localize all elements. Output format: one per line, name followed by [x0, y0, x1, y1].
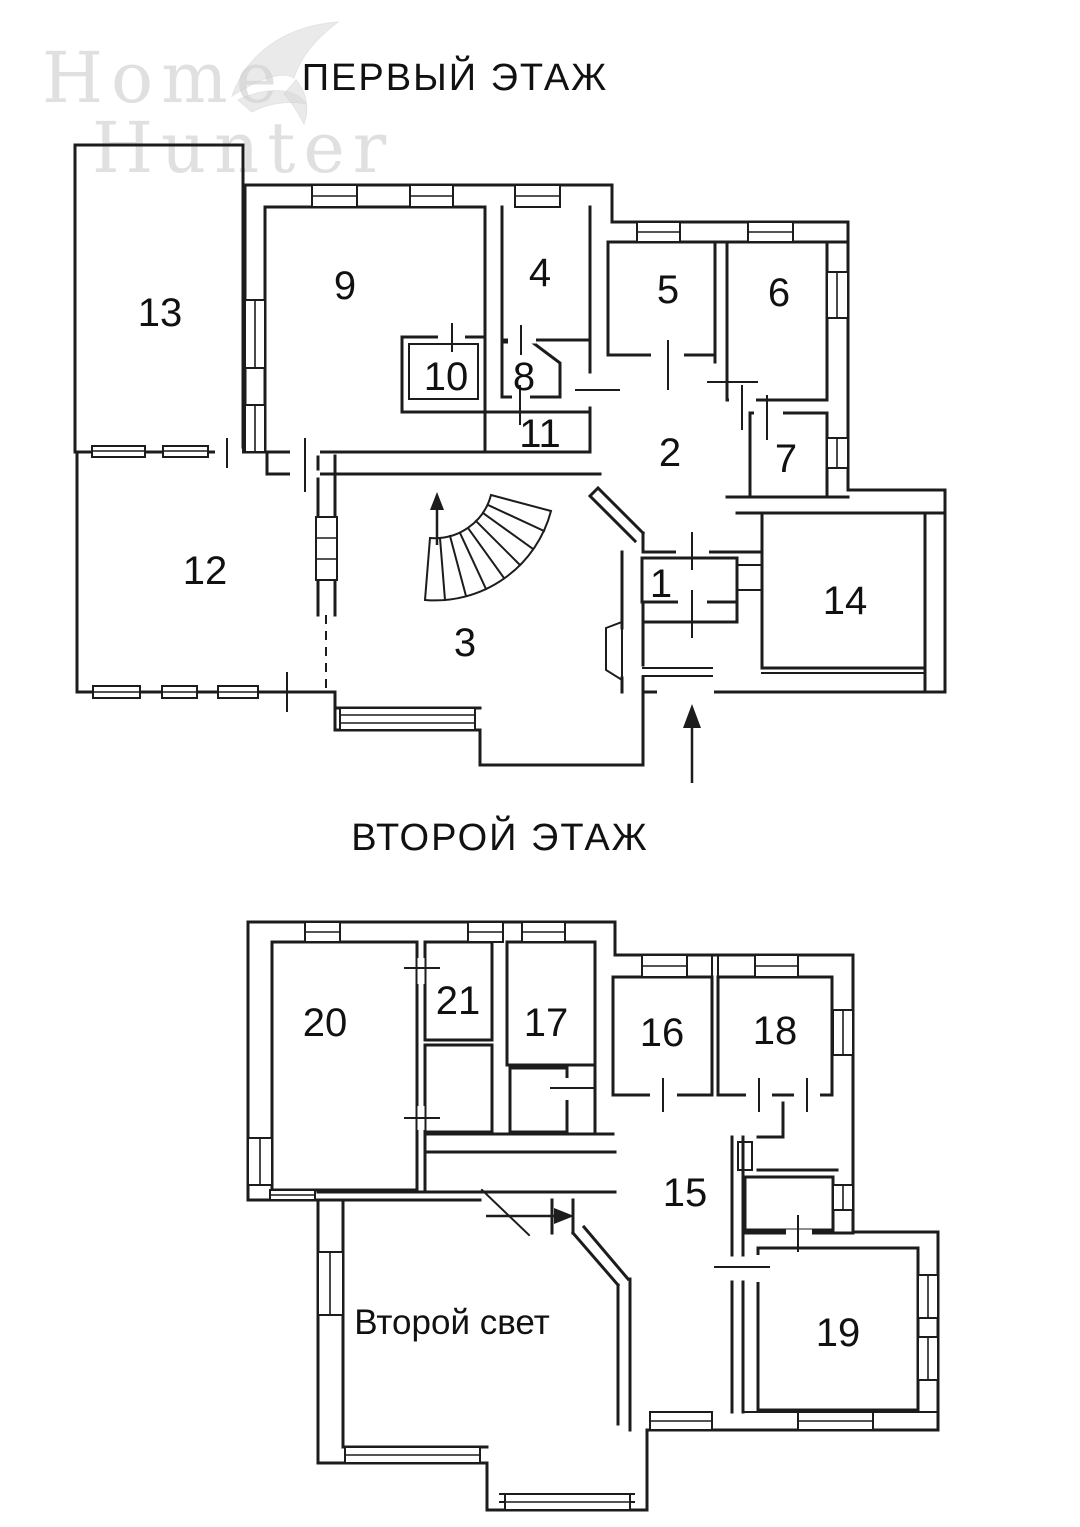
room-label-18: 18	[753, 1009, 798, 1053]
room-label-4: 4	[529, 251, 551, 295]
floor1-room-labels: 13 9 4 10 8 11 5 6 2 7 12 3 1 14	[138, 251, 868, 665]
room-label-6: 6	[768, 271, 790, 315]
double-height-label: Второй свет	[354, 1303, 550, 1342]
staircase	[423, 492, 553, 602]
floor2-room-labels: 20 21 17 16 18 15 19 Второй свет	[303, 979, 861, 1355]
stairs-up-arrow-icon	[430, 492, 444, 545]
floor2-windows	[247, 921, 939, 1511]
floor1-title: ПЕРВЫЙ ЭТАЖ	[302, 54, 609, 99]
room-label-10: 10	[424, 355, 469, 399]
watermark: Home Hunter	[42, 21, 394, 189]
entrance-arrow-icon	[683, 704, 701, 783]
watermark-line2: Hunter	[92, 107, 394, 189]
room-label-3: 3	[454, 621, 476, 665]
room-label-16: 16	[640, 1011, 685, 1055]
room-label-8: 8	[513, 355, 535, 399]
room-label-13: 13	[138, 291, 183, 335]
room-label-20: 20	[303, 1001, 348, 1045]
room-label-1: 1	[650, 562, 672, 606]
room-label-5: 5	[657, 268, 679, 312]
floor1-door-ticks	[226, 323, 768, 712]
room-label-9: 9	[334, 264, 356, 308]
floor1-door-gaps	[215, 333, 783, 696]
floor2-stair-symbol	[480, 1188, 574, 1237]
room-label-12: 12	[183, 549, 228, 593]
floor1-windows	[91, 184, 900, 731]
watermark-line1: Home	[42, 37, 285, 119]
room-label-7: 7	[775, 437, 797, 481]
room-label-11: 11	[519, 412, 561, 456]
eagle-icon	[231, 21, 340, 126]
room-label-21: 21	[436, 979, 481, 1023]
room-label-15: 15	[663, 1171, 708, 1215]
room-label-17: 17	[524, 1001, 569, 1045]
floor2-door-ticks	[404, 967, 808, 1268]
room-label-19: 19	[816, 1311, 861, 1355]
room-label-14: 14	[823, 579, 868, 623]
floor2-title: ВТОРОЙ ЭТАЖ	[351, 814, 649, 859]
room-label-2: 2	[659, 431, 681, 475]
